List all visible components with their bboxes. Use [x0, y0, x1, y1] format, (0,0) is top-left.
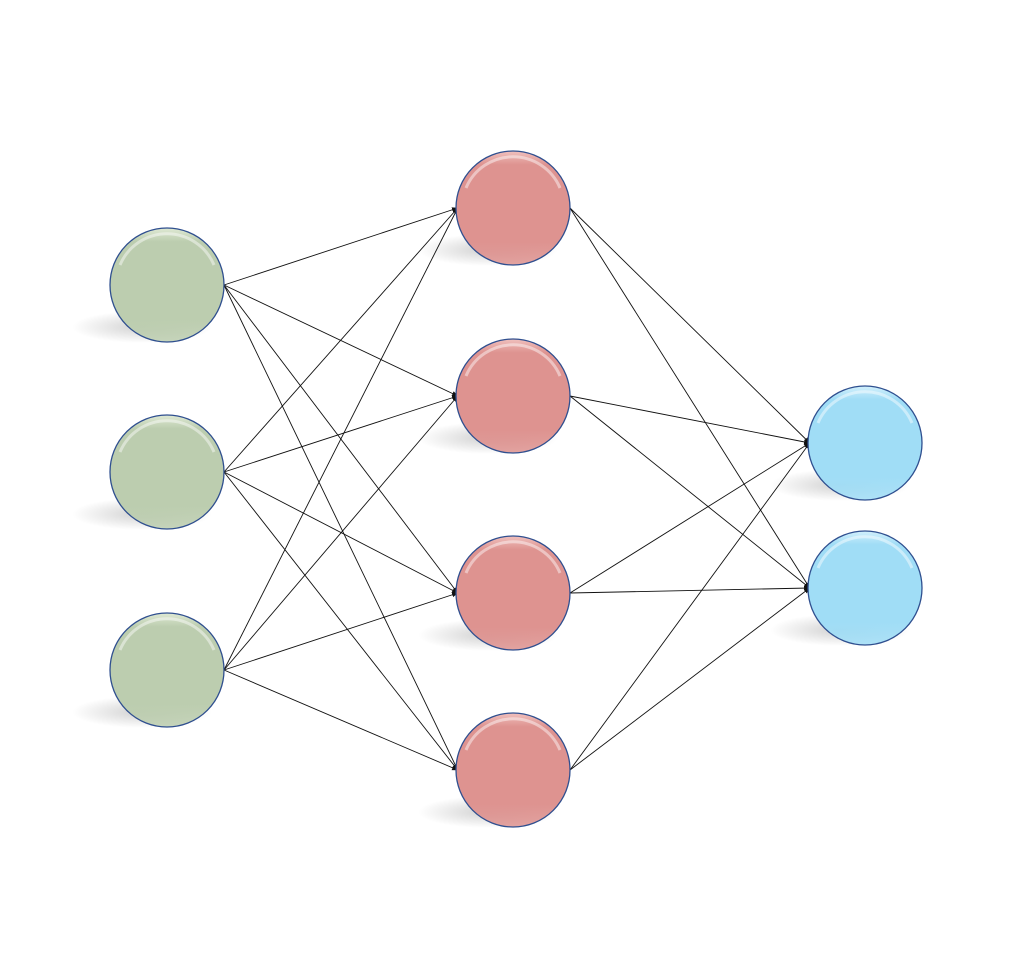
edge-input-3-to-hidden-1 [223, 207, 459, 671]
edge-hidden-3-to-output-2 [569, 585, 811, 594]
input-node-1 [109, 227, 225, 343]
edge-hidden-3-to-output-1 [569, 442, 811, 594]
hidden-node-4 [455, 712, 571, 828]
edge-hidden-1-to-output-2 [569, 207, 811, 589]
edge-input-2-to-hidden-2 [223, 395, 459, 473]
edge-hidden-2-to-output-1 [569, 395, 811, 445]
output-node-1-highlight [816, 390, 914, 424]
input-node-2 [109, 414, 225, 530]
hidden-node-2-highlight [464, 343, 562, 377]
input-node-3-highlight [118, 617, 216, 651]
edge-hidden-4-to-output-2 [569, 587, 811, 771]
edge-input-3-to-hidden-4 [223, 669, 459, 771]
edge-input-3-to-hidden-2 [223, 395, 459, 671]
output-node-1 [807, 385, 923, 501]
edge-input-2-to-hidden-1 [223, 207, 459, 473]
input-node-2-highlight [118, 419, 216, 453]
output-node-2 [807, 530, 923, 646]
hidden-node-3 [455, 535, 571, 651]
edge-input-3-to-hidden-3 [223, 592, 459, 671]
edge-input-1-to-hidden-1 [223, 207, 459, 286]
hidden-node-4-highlight [464, 717, 562, 751]
hidden-node-3-highlight [464, 540, 562, 574]
edge-input-1-to-hidden-4 [223, 284, 459, 771]
edge-hidden-4-to-output-1 [569, 442, 811, 771]
output-node-2-highlight [816, 535, 914, 569]
edge-hidden-2-to-output-2 [569, 395, 811, 589]
hidden-node-1 [455, 150, 571, 266]
hidden-node-1-highlight [464, 155, 562, 189]
nodes [109, 150, 923, 828]
edges [223, 207, 811, 771]
input-node-1-highlight [118, 232, 216, 266]
input-node-3 [109, 612, 225, 728]
edge-hidden-1-to-output-1 [569, 207, 811, 444]
edge-input-2-to-hidden-4 [223, 471, 459, 771]
hidden-node-2 [455, 338, 571, 454]
